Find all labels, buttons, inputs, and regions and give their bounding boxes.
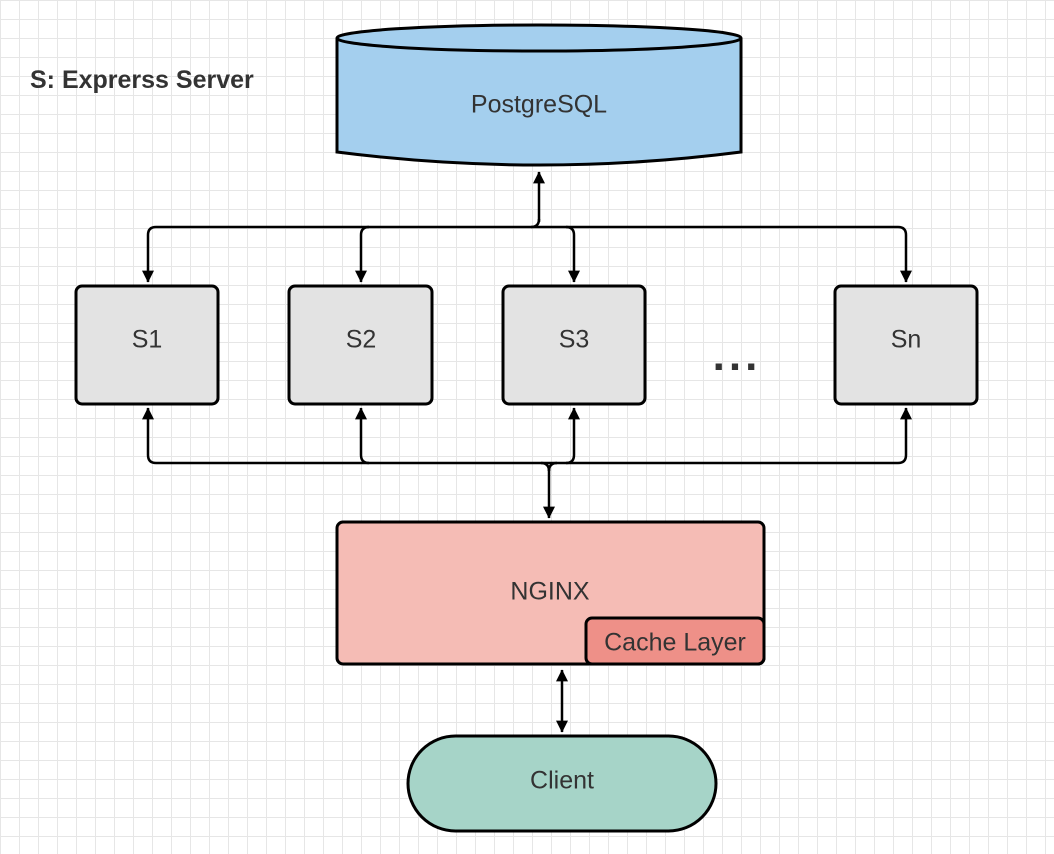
postgresql-cylinder-body: [335, 38, 743, 167]
db-connector-sn: [897, 225, 912, 283]
proxy-connector-s3: [565, 407, 580, 465]
proxy-connector-sn: [897, 407, 912, 465]
legend-text: S: Exprerss Server: [30, 66, 254, 94]
db-server-connectors: [142, 171, 912, 283]
server-box: [74, 284, 220, 406]
cache-layer-node[interactable]: Cache Layer: [584, 616, 766, 666]
postgresql-node[interactable]: PostgreSQL: [335, 23, 743, 167]
db-connector-s3: [565, 225, 580, 283]
postgresql-cylinder-top: [335, 23, 743, 53]
servers-ellipsis: ...: [713, 331, 762, 380]
server-proxy-connectors: [142, 407, 912, 519]
client-pill: [406, 734, 718, 833]
server-node-sn[interactable]: Sn: [833, 284, 979, 406]
db-connector-s2: [355, 225, 370, 283]
cache-layer-label: Cache Layer: [604, 629, 746, 657]
server-label: S1: [132, 326, 163, 354]
client-node[interactable]: Client: [406, 734, 718, 833]
server-box: [833, 284, 979, 406]
proxy-connector-s1: [142, 407, 157, 465]
client-label: Client: [530, 767, 594, 795]
server-box: [287, 284, 434, 406]
db-connector-join: [530, 218, 541, 229]
server-box: [501, 284, 647, 406]
db-connector-s1: [142, 225, 157, 283]
server-node-s3[interactable]: S3: [501, 284, 647, 406]
server-node-s2[interactable]: S2: [287, 284, 434, 406]
server-label: S2: [346, 326, 377, 354]
server-label: Sn: [891, 326, 922, 354]
cache-layer-box: [584, 616, 766, 666]
server-label: S3: [559, 326, 590, 354]
proxy-connector-s2: [355, 407, 370, 465]
nginx-label: NGINX: [510, 578, 590, 606]
server-node-s1[interactable]: S1: [74, 284, 220, 406]
postgresql-label: PostgreSQL: [471, 91, 607, 119]
